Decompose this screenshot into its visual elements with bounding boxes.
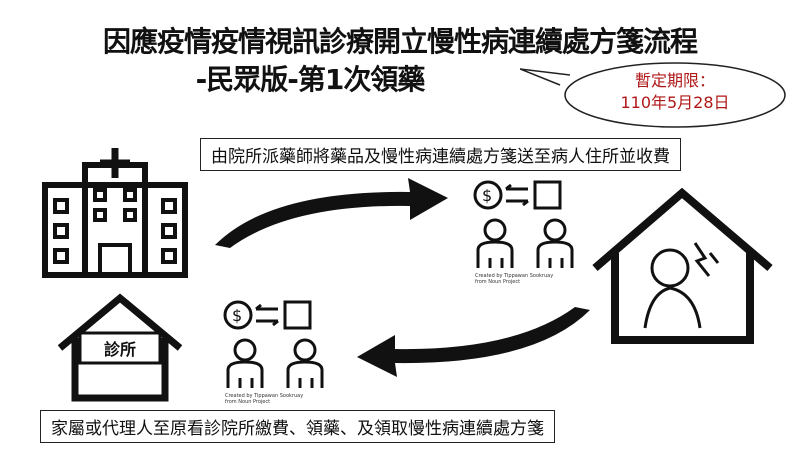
title-line1: 因應疫情疫情視訊診療開立慢性病連續處方箋流程 bbox=[102, 25, 698, 58]
arrow-right-icon bbox=[215, 178, 448, 248]
step-top-text: 由院所派藥師將藥品及慢性病連續處方箋送至病人住所並收費 bbox=[200, 138, 681, 171]
patient-house-icon bbox=[592, 188, 773, 344]
credit-line2-2: from Noun Project bbox=[225, 399, 271, 405]
clinic-house-icon bbox=[57, 293, 183, 402]
hospital-icon bbox=[42, 148, 188, 278]
arrow-left-icon bbox=[357, 307, 590, 377]
deadline-label: 暫定期限： bbox=[634, 71, 715, 90]
svg-text:$: $ bbox=[482, 186, 492, 205]
title-line2: -民眾版-第1次領藥 bbox=[195, 63, 426, 96]
credit-line2: from Noun Project bbox=[475, 279, 521, 285]
step-bottom-text: 家屬或代理人至原看診院所繳費、領藥、及領取慢性病連續處方箋 bbox=[40, 410, 555, 443]
deadline-date: 110年5月28日 bbox=[620, 93, 730, 112]
speech-bubble bbox=[520, 62, 786, 128]
payment-exchange-icon: $ bbox=[473, 180, 574, 268]
credit-line1: Created by Tippawan Sookruay bbox=[475, 273, 554, 279]
clinic-label: 診所 bbox=[103, 340, 136, 359]
svg-text:$: $ bbox=[232, 306, 242, 325]
credit-line1-2: Created by Tippawan Sookruay bbox=[225, 393, 304, 399]
payment-exchange-icon-2: $ bbox=[223, 300, 324, 388]
